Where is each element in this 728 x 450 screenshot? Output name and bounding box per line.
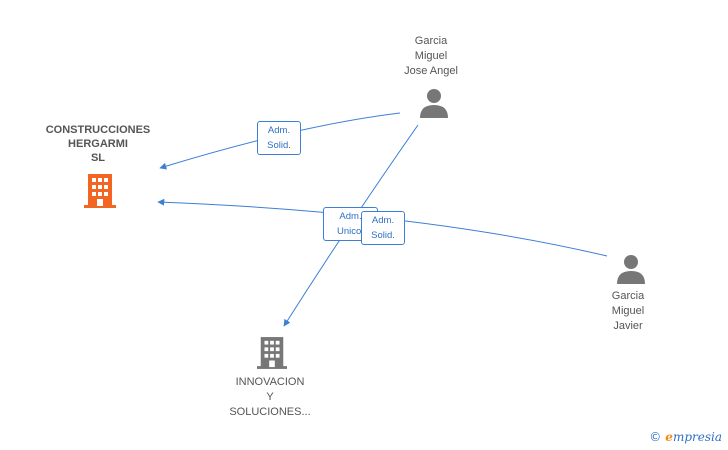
brand-initial: e [665,430,673,444]
edge-label-adm-solid: Adm. Solid. [257,121,301,155]
brand-name: mpresia [672,430,722,444]
person-name-javier[interactable]: Garcia Miguel Javier [611,290,645,332]
person-icon[interactable] [419,88,449,118]
company-name-innovacion[interactable]: INNOVACION Y SOLUCIONES... [229,376,311,418]
empresia-logo[interactable]: ©empresia [649,430,722,444]
edge-label-adm-solid: Adm. Solid. [361,211,405,245]
copyright-symbol: © [649,430,662,444]
company-name-construcciones[interactable]: CONSTRUCCIONES HERGARMI SL [45,124,151,164]
person-name-jose-angel[interactable]: Garcia Miguel Jose Angel [404,35,458,77]
building-icon[interactable] [84,174,116,208]
building-icon[interactable] [257,336,287,370]
person-icon[interactable] [616,254,646,284]
